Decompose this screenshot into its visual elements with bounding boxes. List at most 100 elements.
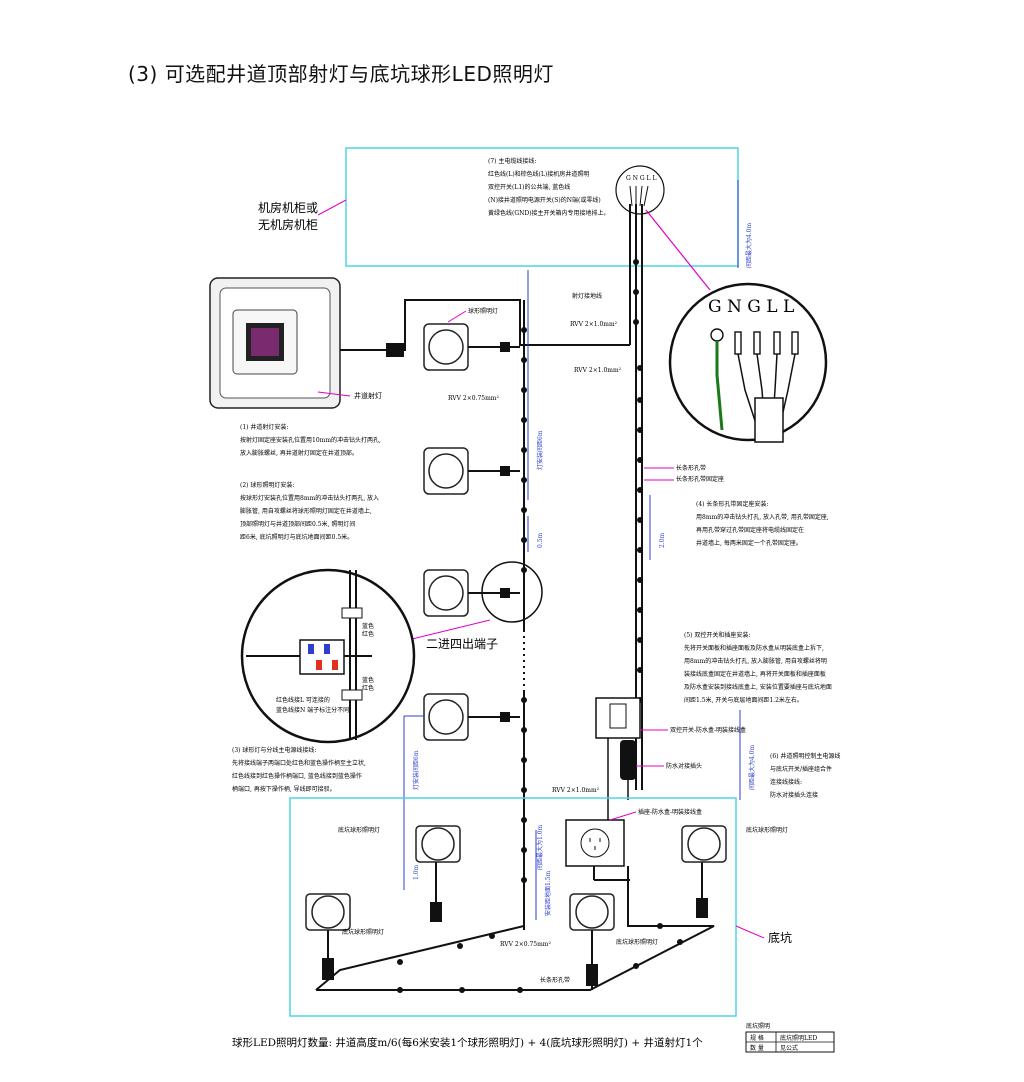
dim-4: 2.0m <box>659 532 666 548</box>
dim-1: 间距最大为4.0m <box>745 222 753 268</box>
pit-label: 底坑 <box>768 930 792 945</box>
pit-light-label-2: 底坑球形照明灯 <box>342 928 384 936</box>
note-2: (2) 球形照明灯安装: 按球形灯安装孔位置用8mm的冲击钻头打两孔, 放入 膨… <box>240 481 379 541</box>
strip-label-b: 长条形孔带固定座 <box>676 475 724 483</box>
dim-8: 1.0m <box>413 864 420 880</box>
svg-text:防水对接插头连接: 防水对接插头连接 <box>770 791 818 799</box>
gngll-small-label: G N G L L <box>626 175 656 182</box>
svg-text:间距1.5米, 开关与底层地面间距1.2米左右。: 间距1.5米, 开关与底层地面间距1.2米左右。 <box>684 696 803 704</box>
spherical-light-label: 球形照明灯 <box>468 307 498 315</box>
dim-5: 灯安装间距6m <box>412 750 420 790</box>
callout-gngll: G N G L L <box>668 282 828 443</box>
svg-text:井道墙上, 每两米固定一个孔带固定座。: 井道墙上, 每两米固定一个孔带固定座。 <box>696 539 802 547</box>
machine-room-box <box>345 147 739 267</box>
cable-clips <box>521 259 643 883</box>
svg-text:(4) 长条形孔带固定座安装:: (4) 长条形孔带固定座安装: <box>696 500 768 508</box>
callout-pointer-gngll <box>645 209 711 291</box>
switch-box-label: 双控开关-防水盒-明装接线盒 <box>670 726 746 734</box>
svg-text:蓝色: 蓝色 <box>362 622 374 630</box>
svg-text:底坑照明: 底坑照明 <box>746 1022 770 1030</box>
switch-box <box>595 697 641 739</box>
svg-text:见公式: 见公式 <box>780 1044 798 1052</box>
svg-text:数 量: 数 量 <box>750 1044 764 1052</box>
spot-ground-label: 射灯接地线 <box>572 292 602 300</box>
strip-label-c: 长条形孔带 <box>540 976 570 984</box>
terminal-circle-small <box>615 165 665 215</box>
pit-light-label-4: 底坑球形照明灯 <box>746 826 788 834</box>
svg-text:G N G L L: G N G L L <box>708 297 794 317</box>
strip-label-a: 长条形孔带 <box>676 464 706 472</box>
rvv-label-075: RVV 2×0.75mm² <box>448 395 499 402</box>
pit-wiring <box>315 860 715 991</box>
svg-text:红色: 红色 <box>362 684 374 692</box>
waterproof-plug <box>620 740 636 780</box>
svg-text:双控开关(L1)的公共端, 蓝色线: 双控开关(L1)的公共端, 蓝色线 <box>488 183 570 191</box>
socket-box <box>565 819 625 867</box>
note-5: (5) 双控开关和插座安装: 先将开关面板和插座面板及防水盒从明装底盒上拆下, … <box>684 631 832 704</box>
svg-text:膨胀管, 用自攻螺丝将球形照明灯固定在井道墙上,: 膨胀管, 用自攻螺丝将球形照明灯固定在井道墙上, <box>240 507 372 515</box>
pit-box <box>289 797 737 1017</box>
svg-text:先将开关面板和插座面板及防水盒从明装底盒上拆下,: 先将开关面板和插座面板及防水盒从明装底盒上拆下, <box>684 644 824 652</box>
svg-text:顶部照明灯与井道顶部间距0.5米, 照明灯间: 顶部照明灯与井道顶部间距0.5米, 照明灯间 <box>240 520 355 528</box>
svg-text:先将接线端子两端口处红色和蓝色操作柄至主立状,: 先将接线端子两端口处红色和蓝色操作柄至主立状, <box>232 759 366 767</box>
machine-room-leader <box>317 199 347 216</box>
socket-box-label: 插座-防水盒-明装接线盒 <box>638 808 702 816</box>
svg-text:(1) 井道射灯安装:: (1) 井道射灯安装: <box>240 423 288 431</box>
svg-text:柄端口, 再按下操作柄, 导线即可接驳。: 柄端口, 再按下操作柄, 导线即可接驳。 <box>232 785 336 793</box>
svg-text:底坑照明LED: 底坑照明LED <box>780 1034 817 1042</box>
dim-7: 安装距地面1.5m <box>544 870 552 916</box>
svg-text:(6) 井道照明控制主电源线: (6) 井道照明控制主电源线 <box>770 752 840 760</box>
terminal-highlight-circle <box>481 561 543 623</box>
svg-text:用8mm的冲击钻头打孔, 放入膨胀管, 用自攻螺丝将明: 用8mm的冲击钻头打孔, 放入膨胀管, 用自攻螺丝将明 <box>684 657 827 665</box>
svg-text:红色线接L 可连接的: 红色线接L 可连接的 <box>276 696 330 704</box>
note-7: (7) 主电缆线接线: 红色线(L)和棕色线(L)接机房井道照明 双控开关(L1… <box>488 157 610 217</box>
svg-text:(N)接井道照明电源开关(S)的N端(或零线): (N)接井道照明电源开关(S)的N端(或零线) <box>488 196 601 204</box>
spherical-light-1 <box>423 323 520 371</box>
svg-text:距6米, 底坑照明灯与底坑地面间距0.5米。: 距6米, 底坑照明灯与底坑地面间距0.5米。 <box>240 533 353 541</box>
dim-6: 间距最大为1.0m <box>536 824 544 870</box>
pit-light-3 <box>569 893 615 931</box>
svg-text:用8mm的冲击钻头打孔, 放入孔带, 用孔带固定座,: 用8mm的冲击钻头打孔, 放入孔带, 用孔带固定座, <box>696 513 829 521</box>
svg-text:再用孔带穿过孔带固定座将电缆线固定在: 再用孔带穿过孔带固定座将电缆线固定在 <box>696 526 804 534</box>
terminal-label: 二进四出端子 <box>426 637 498 651</box>
rvv-label-1b: RVV 2×1.0mm² <box>574 367 622 374</box>
note-4: (4) 长条形孔带固定座安装: 用8mm的冲击钻头打孔, 放入孔带, 用孔带固定… <box>696 500 829 547</box>
spherical-light-2 <box>423 447 520 495</box>
machine-room-label-1: 机房机柜或 <box>258 200 318 215</box>
note-1: (1) 井道射灯安装: 按射灯固定座安装孔位置用10mm的冲击钻头打两孔, 放入… <box>240 423 381 457</box>
note-3: (3) 球形灯与分线主电源线接线: 先将接线端子两端口处红色和蓝色操作柄至主立状… <box>232 746 366 793</box>
svg-text:(3) 球形灯与分线主电源线接线:: (3) 球形灯与分线主电源线接线: <box>232 746 316 754</box>
waterproof-plug-label: 防水对接插头 <box>666 762 702 770</box>
rvv-label-1: RVV 2×1.0mm² <box>570 321 618 328</box>
svg-text:规 格: 规 格 <box>750 1034 764 1042</box>
svg-text:放入膨胀螺丝, 再井道射灯固定在井道顶部。: 放入膨胀螺丝, 再井道射灯固定在井道顶部。 <box>240 449 358 457</box>
rvv-label-1c: RVV 2×1.0mm² <box>552 787 600 794</box>
page-title: (3) 可选配井道顶部射灯与底坑球形LED照明灯 <box>128 62 554 86</box>
spherical-light-4 <box>423 693 520 741</box>
svg-text:红色线接到红色操作柄端口, 蓝色线接到蓝色操作: 红色线接到红色操作柄端口, 蓝色线接到蓝色操作 <box>232 772 362 780</box>
note-6: (6) 井道照明控制主电源线 与底坑开关/插座组合件 连接线接线: 防水对接插头… <box>770 752 840 799</box>
machine-room-label-2: 无机房机柜 <box>258 217 318 232</box>
rvv-label-075b: RVV 2×0.75mm² <box>500 941 551 948</box>
terminal-detail-circle: 蓝色 红色 蓝色 红色 红色线接L 可连接的 蓝色线接N 端子标注分不同 <box>240 568 416 744</box>
svg-text:(7) 主电缆线接线:: (7) 主电缆线接线: <box>488 157 536 165</box>
pit-light-1 <box>415 825 461 863</box>
svg-text:按球形灯安装孔位置用8mm的冲击钻头打两孔, 放入: 按球形灯安装孔位置用8mm的冲击钻头打两孔, 放入 <box>240 494 379 502</box>
svg-text:与底坑开关/插座组合件: 与底坑开关/插座组合件 <box>770 765 832 773</box>
dim-9: 间距最大为4.0m <box>748 744 756 790</box>
footer-formula: 球形LED照明灯数量: 井道高度m/6(每6米安装1个球形照明灯) + 4(底坑… <box>232 1036 703 1049</box>
title-table: 底坑照明 规 格 底坑照明LED 数 量 见公式 <box>745 1022 835 1053</box>
dim-2: 灯安装间距6m <box>536 430 544 470</box>
svg-text:及防水盒安装到接线底盒上, 安装位置要插座与底坑地面: 及防水盒安装到接线底盒上, 安装位置要插座与底坑地面 <box>684 683 832 691</box>
svg-text:红色线(L)和棕色线(L)接机房井道照明: 红色线(L)和棕色线(L)接机房井道照明 <box>488 170 589 178</box>
dim-3: 0.5m <box>537 532 544 548</box>
pit-light-2 <box>305 893 351 931</box>
svg-text:按射灯固定座安装孔位置用10mm的冲击钻头打两孔,: 按射灯固定座安装孔位置用10mm的冲击钻头打两孔, <box>240 436 381 444</box>
svg-text:红色: 红色 <box>362 630 374 638</box>
pit-light-label-1: 底坑球形照明灯 <box>338 826 380 834</box>
svg-text:黄绿色线(GND)接主开关箱内专用接地排上。: 黄绿色线(GND)接主开关箱内专用接地排上。 <box>488 209 610 217</box>
svg-text:连接线接线:: 连接线接线: <box>770 778 802 786</box>
svg-text:蓝色线接N 端子标注分不同: 蓝色线接N 端子标注分不同 <box>276 706 349 714</box>
svg-text:蓝色: 蓝色 <box>362 676 374 684</box>
